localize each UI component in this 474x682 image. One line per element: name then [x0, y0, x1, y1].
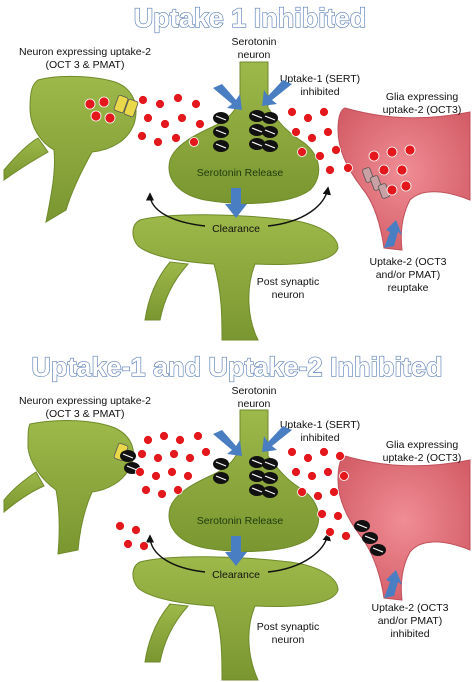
panel-title: Uptake-1 and Uptake-2 Inhibited [31, 352, 442, 382]
label-serotonin-neuron-1: Serotonin [232, 385, 277, 397]
label-glia-1: Glia expressing [386, 91, 459, 103]
label-neuron-uptake2-2: (OCT 3 & PMAT) [46, 59, 125, 71]
left-neuron-branch [3, 471, 45, 514]
label-sert-1: Uptake-1 (SERT) [280, 73, 360, 85]
serotonin-neuron-shape [168, 409, 320, 552]
label-serotonin-neuron-1: Serotonin [232, 36, 277, 48]
panel-title: Uptake 1 Inhibited [134, 3, 367, 33]
label-sert-1: Uptake-1 (SERT) [280, 419, 360, 431]
label-glia-1: Glia expressing [386, 439, 459, 451]
label-glia-2: uptake-2 (OCT3) [383, 104, 462, 116]
label-neuron-uptake2-1: Neuron expressing uptake-2 [19, 395, 151, 407]
serotonin-neuron-shape [168, 61, 320, 204]
label-uptake2-2: and/or PMAT) [376, 269, 441, 281]
label-neuron-uptake2-2: (OCT 3 & PMAT) [46, 408, 125, 420]
serotonin-dot-icon [84, 93, 416, 196]
label-release: Serotonin Release [197, 515, 284, 527]
label-sert-2: inhibited [300, 432, 339, 444]
label-sert-2: inhibited [300, 86, 339, 98]
label-uptake2-1: Uptake-2 (OCT3 [369, 256, 446, 268]
label-post-2: neuron [272, 289, 305, 301]
blue-arrow-icon [213, 426, 402, 598]
label-clearance: Clearance [212, 223, 260, 235]
transporter-icon [362, 167, 390, 199]
postsynaptic-neuron-shape [132, 214, 339, 341]
clearance-arrow-left [145, 534, 206, 573]
label-post-1: Post synaptic [257, 276, 319, 288]
label-uptake2-1: Uptake-2 (OCT3 [371, 602, 448, 614]
left-neuron-branch [3, 137, 49, 181]
label-post-2: neuron [272, 634, 305, 646]
label-post-1: Post synaptic [257, 621, 319, 633]
label-uptake2-3: reuptake [388, 282, 429, 294]
label-clearance: Clearance [212, 569, 260, 581]
transporter-icon [113, 94, 139, 118]
postsynaptic-branch [144, 261, 190, 321]
label-uptake2-3: inhibited [390, 628, 429, 640]
label-uptake2-2: and/or PMAT) [378, 615, 443, 627]
label-neuron-uptake2-1: Neuron expressing uptake-2 [19, 46, 151, 58]
glia-shape [337, 455, 471, 601]
label-glia-2: uptake-2 (OCT3) [383, 452, 462, 464]
panel-uptake1-uptake2-inhibited: Uptake-1 and Uptake-2 Inhibited Neuron e… [3, 351, 471, 681]
clearance-arrow-right [267, 186, 331, 227]
label-release: Serotonin Release [197, 167, 284, 179]
postsynaptic-branch [144, 603, 190, 663]
panel-uptake1-inhibited: Uptake 1 Inhibited Neuron expressing upt… [3, 2, 471, 341]
label-serotonin-neuron-2: neuron [238, 398, 271, 410]
clearance-arrow-right [267, 532, 331, 573]
glia-shape [337, 107, 471, 251]
blue-arrow-icon [213, 80, 402, 248]
postsynaptic-neuron-shape [132, 556, 339, 681]
serotonin-dot-icon [115, 431, 351, 551]
label-serotonin-neuron-2: neuron [238, 49, 271, 61]
clearance-arrow-left [145, 192, 206, 227]
left-neuron-shape [27, 420, 134, 555]
